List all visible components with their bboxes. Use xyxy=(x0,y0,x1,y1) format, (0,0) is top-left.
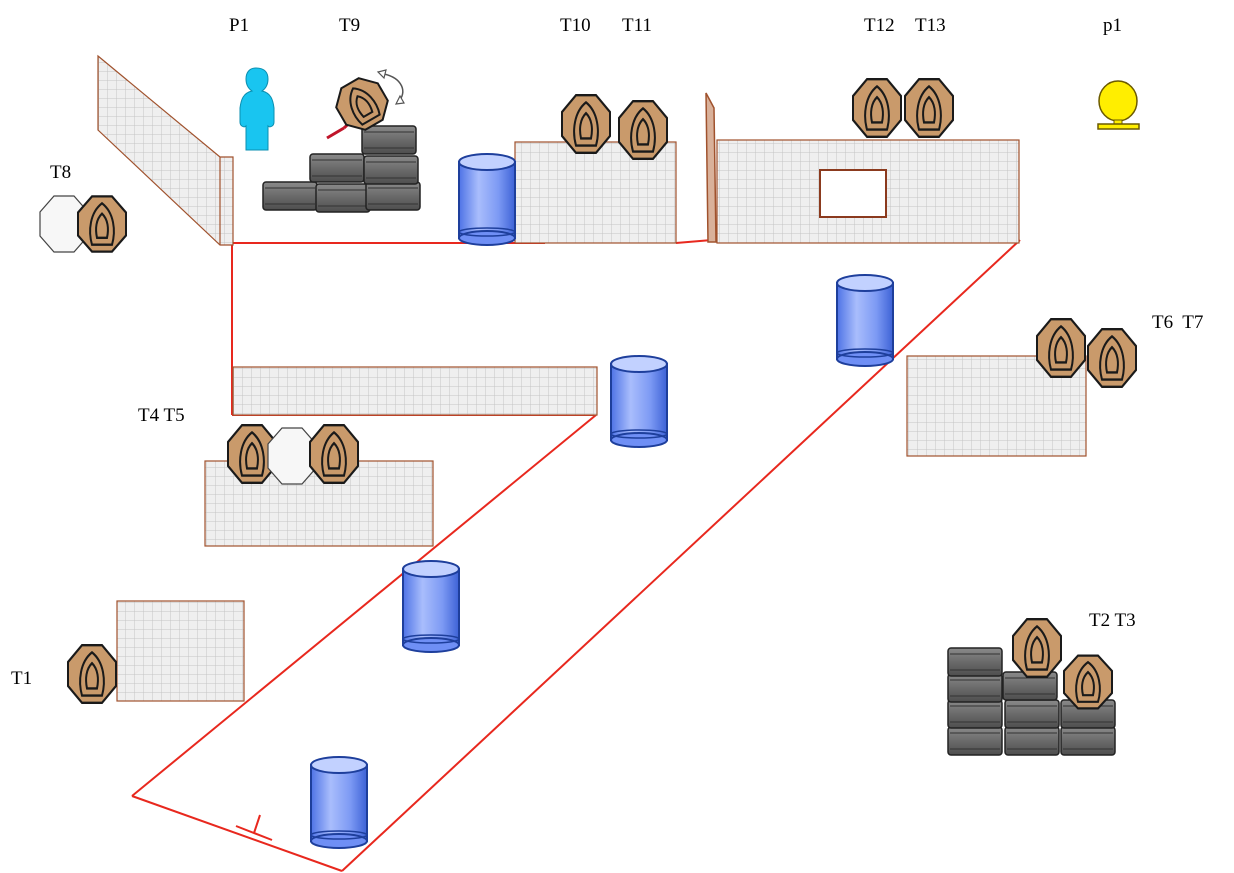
wall-port-thin xyxy=(705,92,717,243)
label-t4-t5: T4 T5 xyxy=(138,405,185,426)
label-t1: T1 xyxy=(11,668,33,689)
label-p1-popper: p1 xyxy=(1103,15,1122,36)
target-t5 xyxy=(308,424,360,484)
label-t9: T9 xyxy=(339,15,361,36)
label-t8: T8 xyxy=(50,162,72,183)
wall-horizontal xyxy=(232,366,598,416)
target-t13 xyxy=(903,77,955,139)
target-t11 xyxy=(617,99,669,161)
target-t6 xyxy=(1035,318,1087,378)
no-shoot-t4-t5 xyxy=(267,427,317,485)
label-t10: T10 xyxy=(560,15,591,36)
target-t8 xyxy=(39,195,128,253)
target-t12 xyxy=(851,77,903,139)
target-t10 xyxy=(560,93,612,155)
label-p1-shooter: P1 xyxy=(229,15,250,36)
target-t2 xyxy=(1011,618,1063,678)
popper-icon xyxy=(1097,80,1140,130)
label-t12: T12 xyxy=(864,15,895,36)
shooter-icon xyxy=(239,67,275,151)
drum-stack-top xyxy=(262,125,421,213)
label-t2-t3: T2 T3 xyxy=(1089,610,1136,631)
wall-t1 xyxy=(116,600,245,702)
mesh-walls xyxy=(97,54,1087,702)
label-t6-t7: T6 T7 xyxy=(1152,312,1204,333)
target-t7 xyxy=(1086,328,1138,388)
target-t1 xyxy=(66,644,118,704)
port-window xyxy=(819,169,887,218)
label-t11: T11 xyxy=(622,15,652,36)
target-t3 xyxy=(1062,654,1114,710)
t9-swinger-target xyxy=(326,69,405,140)
label-t13: T13 xyxy=(915,15,946,36)
